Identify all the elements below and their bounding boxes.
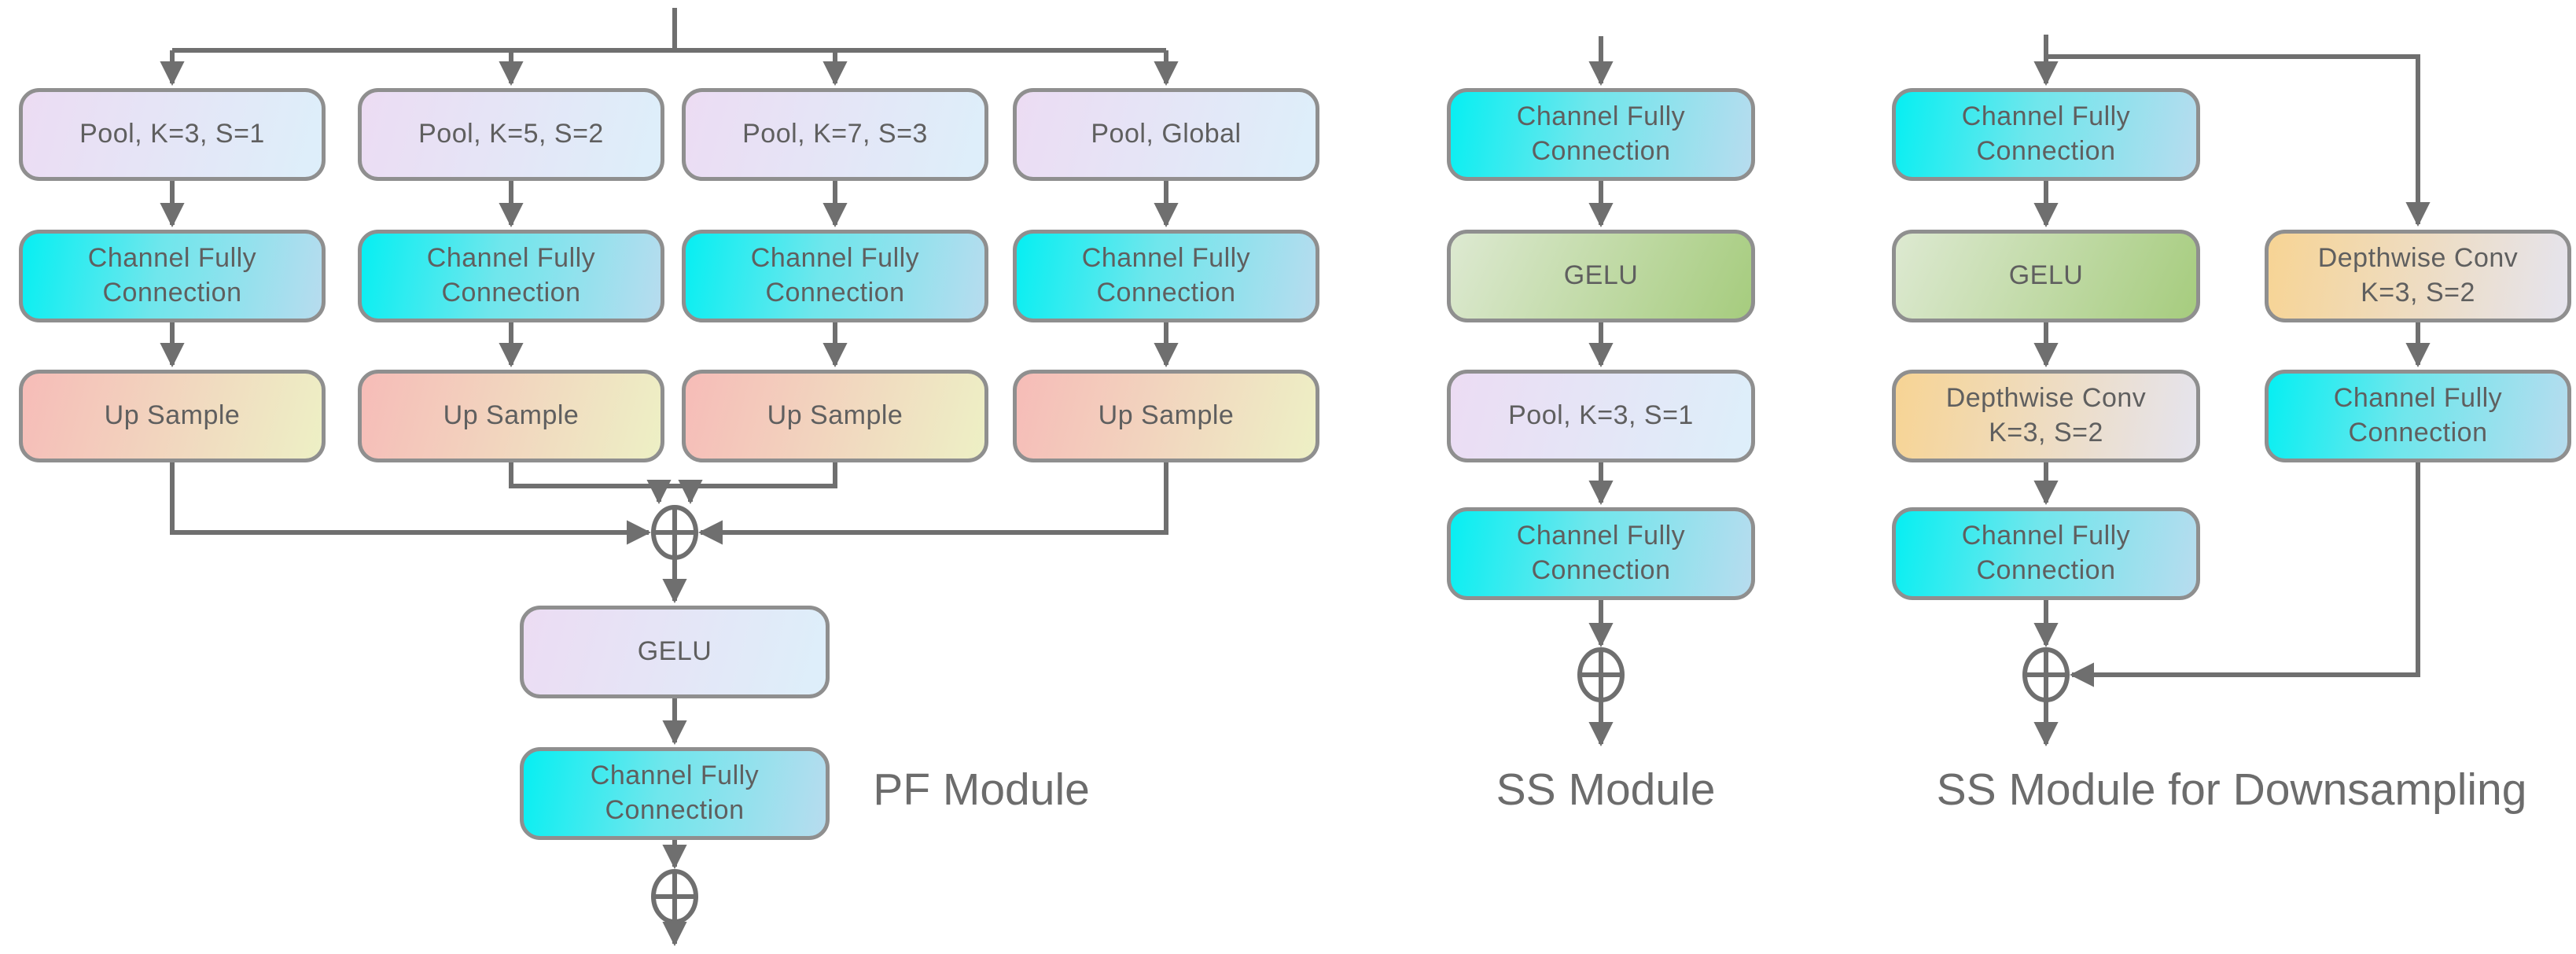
add-icon — [1577, 647, 1625, 702]
pf-pool-box-2: Pool, K=5, S=2 — [358, 88, 664, 181]
pf-cfc-box-1: Channel Fully Connection — [19, 230, 326, 322]
add-icon — [651, 869, 698, 924]
pf-upsample-box-2: Up Sample — [358, 370, 664, 462]
pf-module-label: PF Module — [873, 764, 1090, 815]
pf-cfc-box-2: Channel Fully Connection — [358, 230, 664, 322]
ssd-cfc-in-box: Channel Fully Connection — [1892, 88, 2200, 181]
pf-upsample-box-3: Up Sample — [682, 370, 988, 462]
ssd-cfc-out-box: Channel Fully Connection — [1892, 507, 2200, 600]
pf-merge-arrow-1 — [170, 462, 652, 545]
ssd-skip-return — [2069, 462, 2420, 687]
ss-connectors — [1577, 36, 1625, 747]
pf-cfc-box-3: Channel Fully Connection — [682, 230, 988, 322]
ss-gelu-box: GELU — [1447, 230, 1755, 322]
ss-cfc-out-box: Channel Fully Connection — [1447, 507, 1755, 600]
add-icon — [651, 505, 698, 560]
ss-pool-box: Pool, K=3, S=1 — [1447, 370, 1755, 462]
pf-merge-bus — [509, 462, 837, 488]
pf-connectors — [160, 8, 1179, 947]
ssd-gelu-box: GELU — [1892, 230, 2200, 322]
pf-gelu-box: GELU — [520, 606, 830, 698]
ss-cfc-in-box: Channel Fully Connection — [1447, 88, 1755, 181]
add-icon — [2022, 647, 2070, 702]
ssd-skip-cfc-box: Channel Fully Connection — [2265, 370, 2571, 462]
pf-pool-box-1: Pool, K=3, S=1 — [19, 88, 326, 181]
ss-module-label: SS Module — [1496, 764, 1716, 815]
pf-merge-arrow-4 — [697, 462, 1168, 545]
pf-upsample-box-1: Up Sample — [19, 370, 326, 462]
ssd-skip-dwconv-box: Depthwise Conv K=3, S=2 — [2265, 230, 2571, 322]
ssd-dwconv-box: Depthwise Conv K=3, S=2 — [1892, 370, 2200, 462]
ssd-connectors — [2022, 35, 2431, 747]
ssd-module-label: SS Module for Downsampling — [1936, 764, 2527, 815]
pf-upsample-box-4: Up Sample — [1013, 370, 1319, 462]
ssd-skip-branch — [2046, 54, 2431, 227]
pf-pool-box-4: Pool, Global — [1013, 88, 1319, 181]
pf-output-cfc-box: Channel Fully Connection — [520, 747, 830, 840]
pf-pool-box-3: Pool, K=7, S=3 — [682, 88, 988, 181]
pf-cfc-box-4: Channel Fully Connection — [1013, 230, 1319, 322]
